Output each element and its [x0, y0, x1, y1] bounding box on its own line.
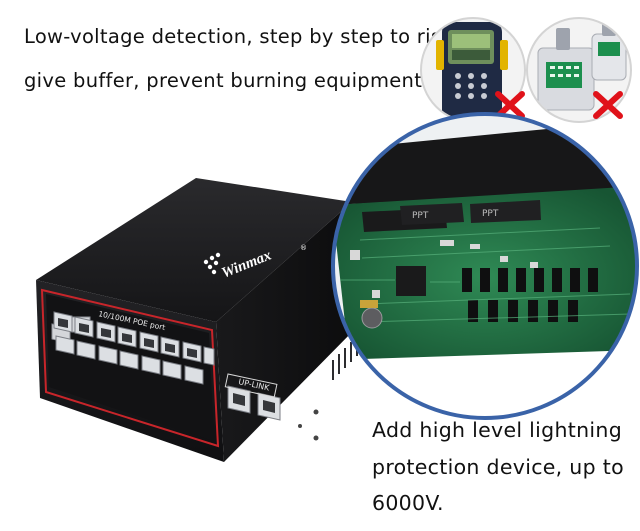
caption-line-2: protection device, up to [372, 455, 624, 479]
poe-ports-row-2 [55, 335, 204, 385]
uplink-ports [227, 385, 281, 421]
pcb-zoom-circle: PPT PPT [331, 112, 639, 420]
headline-line-1: Low-voltage detection, step by step to r… [24, 25, 461, 48]
headline-line-2: give buffer, prevent burning equipment. [24, 69, 429, 92]
chip-label-2: PPT [482, 209, 499, 219]
tester-device-circle-1 [420, 17, 526, 123]
brand-mark: ® [300, 244, 307, 252]
tester-device-circle-2 [526, 17, 632, 123]
poe-ports [53, 311, 215, 366]
poe-switch: Winmax ® 10/100M POE port UP-LINK [36, 178, 358, 462]
cross-mark-icon [495, 91, 525, 119]
caption-line-1: Add high level lightning [372, 418, 623, 442]
winmax-logo-icon [203, 252, 221, 275]
cross-mark-icon [593, 91, 623, 119]
chip-label: PPT [412, 211, 429, 221]
caption-line-3: 6000V. [372, 491, 444, 515]
